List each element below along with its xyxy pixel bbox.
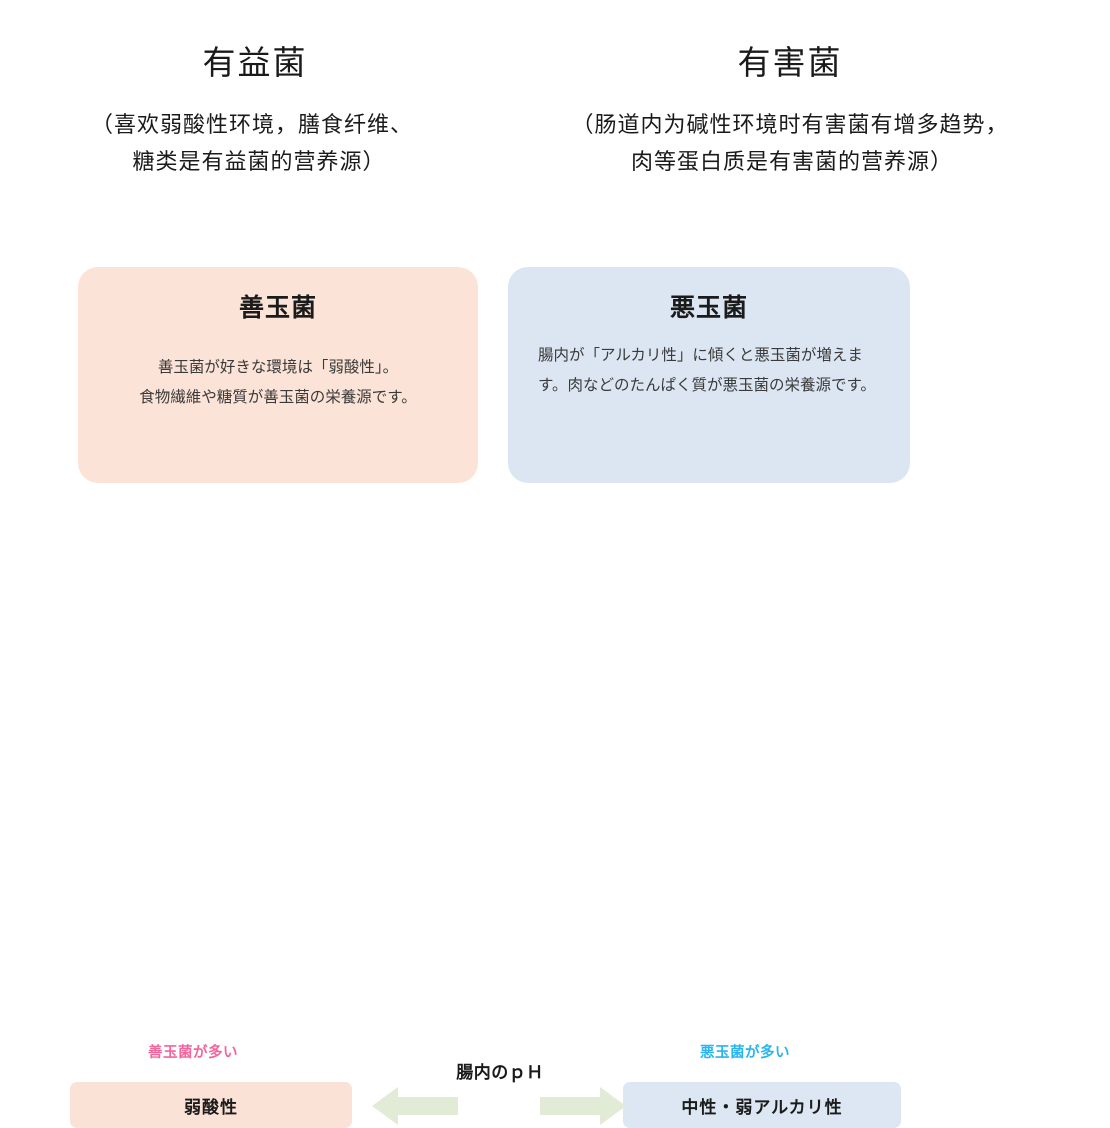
ph-bar-weakly-acidic-text: 弱酸性 [184, 1097, 238, 1117]
column-subtitle-beneficial: （喜欢弱酸性环境，膳食纤维、 糖类是有益菌的营养源） [30, 106, 480, 180]
card-good-bacteria-body: 善玉菌が好きな環境は「弱酸性」。 食物繊維や糖質が善玉菌の栄養源です。 [108, 353, 448, 413]
column-subtitle-beneficial-line-2: 糖类是有益菌的营养源） [132, 149, 386, 174]
ph-bar-weakly-acidic: 弱酸性 [70, 1082, 352, 1128]
card-bad-bacteria-body: 腸内が「アルカリ性」に傾くと悪玉菌が増えます。肉などのたんぱく質が悪玉菌の栄養源… [538, 341, 880, 401]
column-header-beneficial: 有益菌 （喜欢弱酸性环境，膳食纤维、 糖类是有益菌的营养源） [30, 44, 480, 180]
ph-center-label: 腸内のｐＨ [456, 1063, 544, 1082]
card-good-bacteria-title: 善玉菌 [238, 294, 317, 322]
column-header-harmful: 有害菌 （肠道内为碱性环境时有害菌有增多趋势， 肉等蛋白质是有害菌的营养源） [500, 44, 1080, 180]
column-title-beneficial: 有益菌 [202, 46, 308, 82]
card-good-bacteria-body-line-1: 善玉菌が好きな環境は「弱酸性」。 [157, 359, 399, 376]
ph-bar-neutral-weakly-alkaline: 中性・弱アルカリ性 [623, 1082, 901, 1128]
ph-scale: 善玉菌が多い 悪玉菌が多い 弱酸性 中性・弱アルカリ性 腸内のｐＨ [0, 515, 1110, 1128]
arrow-left-icon [372, 1087, 458, 1125]
card-bad-bacteria: 悪玉菌 腸内が「アルカリ性」に傾くと悪玉菌が増えます。肉などのたんぱく質が悪玉菌… [508, 267, 910, 483]
column-subtitle-harmful-line-2: 肉等蛋白质是有害菌的营养源） [630, 149, 953, 174]
column-subtitle-beneficial-line-1: （喜欢弱酸性环境，膳食纤维、 [90, 112, 413, 137]
ph-label-bad-bacteria-high: 悪玉菌が多い [700, 1045, 790, 1061]
ph-bar-neutral-weakly-alkaline-text: 中性・弱アルカリ性 [681, 1097, 843, 1117]
card-good-bacteria: 善玉菌 善玉菌が好きな環境は「弱酸性」。 食物繊維や糖質が善玉菌の栄養源です。 [78, 267, 478, 483]
arrow-right-icon [540, 1087, 626, 1125]
card-bad-bacteria-title: 悪玉菌 [669, 294, 748, 322]
ph-label-good-bacteria-high: 善玉菌が多い [148, 1045, 238, 1061]
column-subtitle-harmful: （肠道内为碱性环境时有害菌有增多趋势， 肉等蛋白质是有害菌的营养源） [500, 106, 1080, 180]
card-good-bacteria-body-line-2: 食物繊維や糖質が善玉菌の栄養源です。 [139, 389, 417, 406]
column-subtitle-harmful-line-1: （肠道内为碱性环境时有害菌有增多趋势， [571, 112, 1009, 137]
diagram-canvas: 有益菌 （喜欢弱酸性环境，膳食纤维、 糖类是有益菌的营养源） 有害菌 （肠道内为… [0, 44, 1110, 1128]
card-bad-bacteria-body-line-1: 腸内が「アルカリ性」に傾くと悪玉菌が増えます。肉などのたんぱく質が悪玉菌の栄養源… [538, 347, 876, 394]
column-title-harmful: 有害菌 [737, 46, 843, 82]
